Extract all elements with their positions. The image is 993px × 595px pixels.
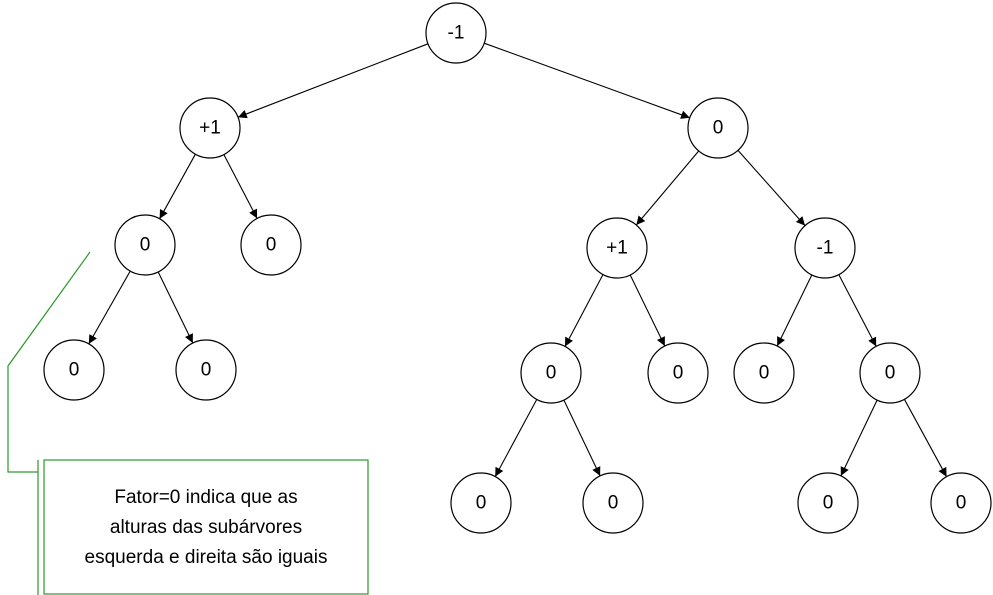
tree-node-rrr: 0: [859, 342, 921, 404]
edges-layer: [88, 42, 948, 477]
node-balance-factor: +1: [606, 238, 628, 259]
tree-node-rrrl: 0: [797, 472, 859, 534]
node-circle: [687, 97, 749, 159]
edge-ll-lll: [88, 270, 131, 345]
node-circle: [647, 342, 709, 404]
edge-root-l: [237, 43, 429, 119]
callout-box: [43, 459, 369, 595]
node-circle: [175, 339, 237, 401]
edge-root-r: [484, 42, 690, 119]
callout-line-3: esquerda e direita são iguais: [85, 547, 328, 568]
node-balance-factor: -1: [448, 23, 465, 44]
node-balance-factor: 0: [266, 235, 277, 256]
node-balance-factor: 0: [885, 363, 896, 384]
node-circle: [114, 214, 176, 276]
edge-rll-rllr: [563, 399, 601, 477]
node-balance-factor: 0: [140, 235, 151, 256]
tree-node-lr: 0: [240, 214, 302, 276]
node-balance-factor: 0: [201, 360, 212, 381]
edge-rrr-rrrl: [840, 399, 878, 477]
tree-node-rl: +1: [586, 217, 648, 279]
tree-node-rllr: 0: [582, 472, 644, 534]
nodes-layer: -1 +1 0 0 0 0 0 +1 -1 0 0 0 0 0 0 0 0: [43, 2, 992, 534]
tree-node-rrrr: 0: [930, 472, 992, 534]
node-balance-factor: 0: [713, 118, 724, 139]
node-balance-factor: 0: [608, 493, 619, 514]
tree-node-rr: -1: [794, 217, 856, 279]
edge-l-ll: [159, 153, 196, 220]
node-balance-factor: +1: [199, 118, 221, 139]
node-circle: [930, 472, 992, 534]
node-circle: [586, 217, 648, 279]
edge-rl-rlr: [629, 274, 666, 347]
edge-rll-rlll: [494, 399, 538, 477]
tree-node-rlll: 0: [450, 472, 512, 534]
node-circle: [794, 217, 856, 279]
edge-r-rl: [635, 150, 700, 226]
node-circle: [240, 214, 302, 276]
node-circle: [43, 339, 105, 401]
node-balance-factor: 0: [546, 363, 557, 384]
node-circle: [425, 2, 487, 64]
node-circle: [179, 97, 241, 159]
callout-line-2: alturas das subárvores: [110, 517, 302, 538]
callout-connector: [7, 251, 91, 473]
edge-rr-rrr: [838, 274, 877, 347]
tree-node-llr: 0: [175, 339, 237, 401]
node-circle: [859, 342, 921, 404]
edge-rr-rrl: [776, 274, 813, 347]
node-balance-factor: 0: [673, 363, 684, 384]
tree-node-root: -1: [425, 2, 487, 64]
node-balance-factor: 0: [823, 493, 834, 514]
edge-rl-rll: [564, 274, 604, 347]
node-circle: [797, 472, 859, 534]
tree-node-r: 0: [687, 97, 749, 159]
callout-line-1: Fator=0 indica que as: [114, 487, 297, 508]
edge-rrr-rrrr: [903, 399, 948, 477]
tree-node-lll: 0: [43, 339, 105, 401]
node-balance-factor: 0: [69, 360, 80, 381]
tree-node-rll: 0: [520, 342, 582, 404]
node-balance-factor: -1: [817, 238, 834, 259]
node-balance-factor: 0: [476, 493, 487, 514]
node-balance-factor: 0: [956, 493, 967, 514]
edge-l-lr: [223, 154, 258, 219]
tree-node-rrl: 0: [733, 342, 795, 404]
node-balance-factor: 0: [759, 363, 770, 384]
edge-ll-llr: [157, 271, 194, 344]
edge-r-rr: [737, 150, 806, 226]
node-circle: [520, 342, 582, 404]
node-circle: [733, 342, 795, 404]
tree-node-ll: 0: [114, 214, 176, 276]
node-circle: [582, 472, 644, 534]
node-circle: [450, 472, 512, 534]
tree-node-l: +1: [179, 97, 241, 159]
callout: Fator=0 indica que as alturas das subárv…: [7, 251, 369, 595]
tree-node-rlr: 0: [647, 342, 709, 404]
